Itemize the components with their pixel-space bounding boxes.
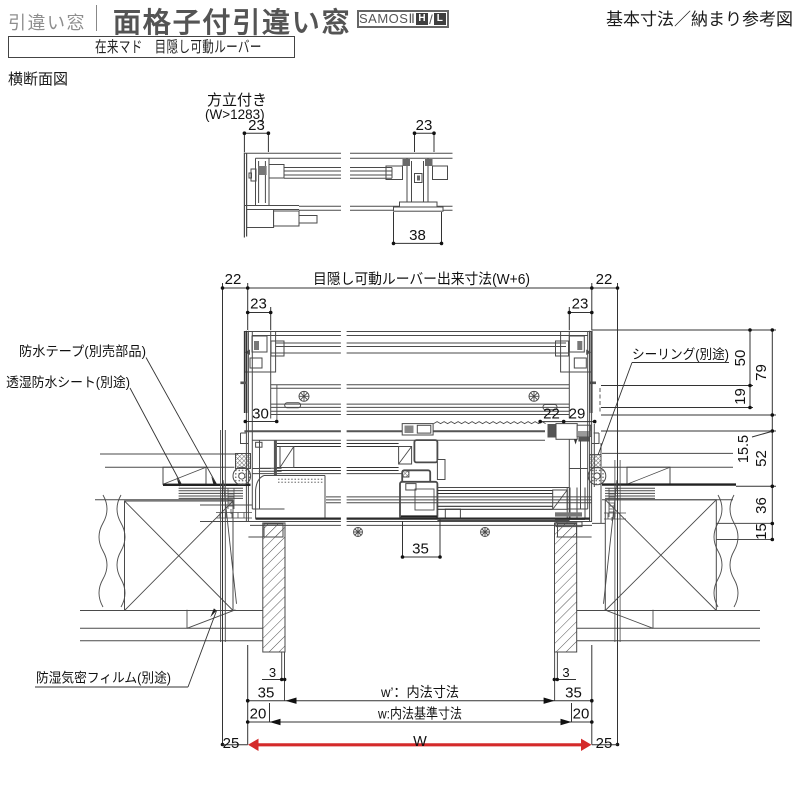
svg-text:w:内法基準寸法: w:内法基準寸法 <box>377 706 462 722</box>
svg-text:(W>1283): (W>1283) <box>205 107 265 122</box>
svg-text:20: 20 <box>250 706 267 723</box>
svg-text:3: 3 <box>269 665 276 680</box>
svg-text:35: 35 <box>412 541 429 558</box>
svg-text:15: 15 <box>753 523 770 540</box>
svg-text:22: 22 <box>596 271 613 288</box>
svg-text:23: 23 <box>248 117 265 134</box>
svg-text:3: 3 <box>562 665 569 680</box>
svg-text:20: 20 <box>573 706 590 723</box>
svg-text:25: 25 <box>223 735 240 752</box>
svg-text:透湿防水シート(別途): 透湿防水シート(別途) <box>6 374 130 390</box>
svg-text:防水テープ(別売部品): 防水テープ(別売部品) <box>19 344 146 359</box>
svg-text:19: 19 <box>732 388 749 405</box>
svg-text:シーリング(別途): シーリング(別途) <box>632 346 729 362</box>
svg-text:15.5: 15.5 <box>736 435 752 463</box>
svg-text:目隠し可動ルーバー出来寸法(W+6): 目隠し可動ルーバー出来寸法(W+6) <box>313 271 530 288</box>
svg-text:50: 50 <box>732 350 749 367</box>
svg-text:23: 23 <box>250 296 267 313</box>
svg-text:23: 23 <box>572 296 589 313</box>
svg-text:38: 38 <box>409 227 426 244</box>
svg-text:25: 25 <box>596 735 613 752</box>
svg-text:79: 79 <box>753 364 770 381</box>
svg-text:22: 22 <box>225 271 242 288</box>
svg-text:30: 30 <box>252 406 269 423</box>
svg-text:36: 36 <box>753 497 770 514</box>
svg-text:23: 23 <box>416 117 433 134</box>
svg-text:防湿気密フィルム(別途): 防湿気密フィルム(別途) <box>36 670 171 686</box>
svg-text:方立付き: 方立付き <box>207 92 267 109</box>
svg-text:W: W <box>413 734 427 750</box>
svg-text:52: 52 <box>753 450 770 467</box>
svg-text:35: 35 <box>258 685 275 702</box>
svg-text:29: 29 <box>569 406 586 423</box>
svg-text:22: 22 <box>543 406 560 423</box>
svg-text:35: 35 <box>565 685 582 702</box>
svg-text:w’：内法寸法: w’：内法寸法 <box>380 684 459 700</box>
